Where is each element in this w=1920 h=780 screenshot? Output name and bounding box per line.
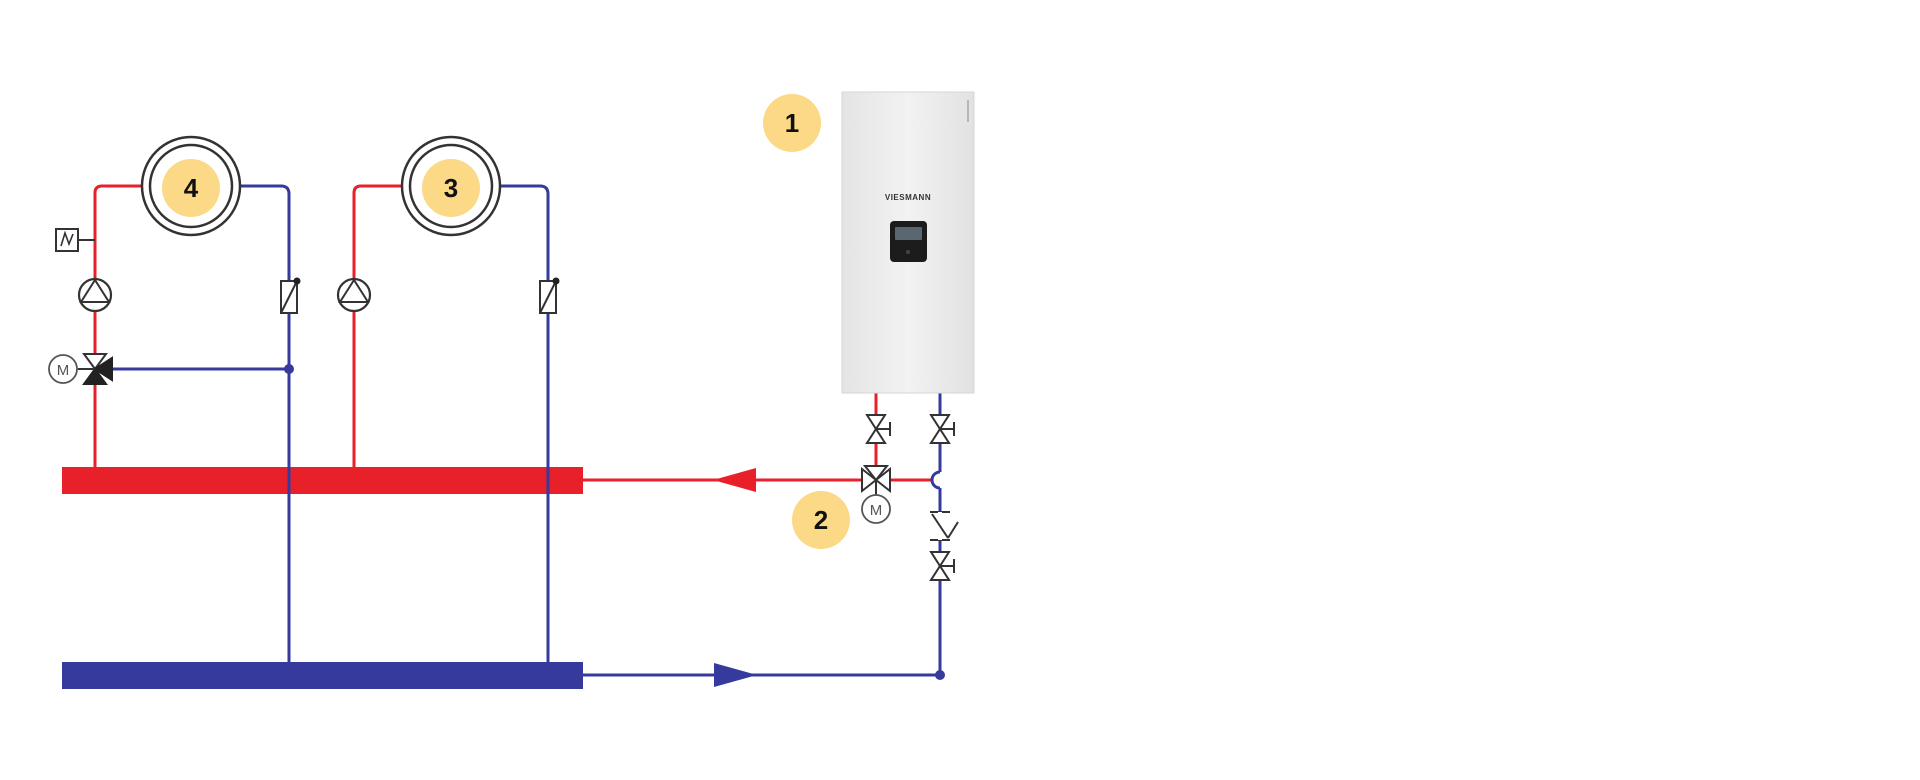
ball-valve-icon: [929, 414, 955, 444]
flow-arrow-icon: [713, 468, 756, 492]
badge-circuit-left: 4: [162, 159, 220, 217]
flow-arrow-icon: [714, 663, 757, 687]
circuit-right-supply-pipe: [352, 184, 406, 467]
motor-actuator-icon: M: [48, 354, 78, 384]
badge-mixing-valve: 2: [792, 491, 850, 549]
badge-boiler-label: 1: [785, 108, 799, 138]
motor-label-left: M: [57, 362, 70, 379]
pump-icon: [77, 277, 113, 313]
circuit-right-return-pipe: [497, 184, 550, 662]
pump-icon: [336, 277, 372, 313]
heating-circuit-right: 3: [336, 135, 560, 662]
check-valve-icon: [539, 277, 560, 314]
return-junction: [935, 670, 945, 680]
badge-circuit-right: 3: [422, 159, 480, 217]
circuit-left-supply-pipe: [93, 184, 146, 467]
motor-label-main: M: [870, 502, 883, 519]
heating-circuit-left: 4 M: [48, 135, 301, 662]
return-manifold: [62, 662, 583, 689]
electric-boiler: VIESMANN: [841, 91, 975, 394]
supply-manifold: [62, 467, 583, 494]
badge-mixing-valve-label: 2: [814, 505, 828, 535]
pipe-crossover: [930, 470, 941, 490]
strainer-icon: [930, 511, 959, 541]
badge-boiler: 1: [763, 94, 821, 152]
ball-valve-icon: [865, 414, 891, 444]
bypass-junction: [284, 364, 294, 374]
motor-actuator-icon: M: [861, 494, 891, 524]
circuit-left-return-pipe: [237, 184, 291, 662]
ball-valve-icon: [929, 551, 955, 581]
badge-circuit-left-label: 4: [184, 173, 199, 203]
boiler-connection: M: [583, 393, 959, 687]
three-way-valve-icon: [78, 353, 113, 385]
thermostat-icon: [55, 228, 95, 252]
three-way-valve-icon: [861, 465, 891, 496]
boiler-control-panel: [890, 221, 927, 262]
check-valve-icon: [280, 277, 301, 314]
badge-circuit-right-label: 3: [444, 173, 458, 203]
boiler-brand-logo: VIESMANN: [885, 193, 931, 202]
